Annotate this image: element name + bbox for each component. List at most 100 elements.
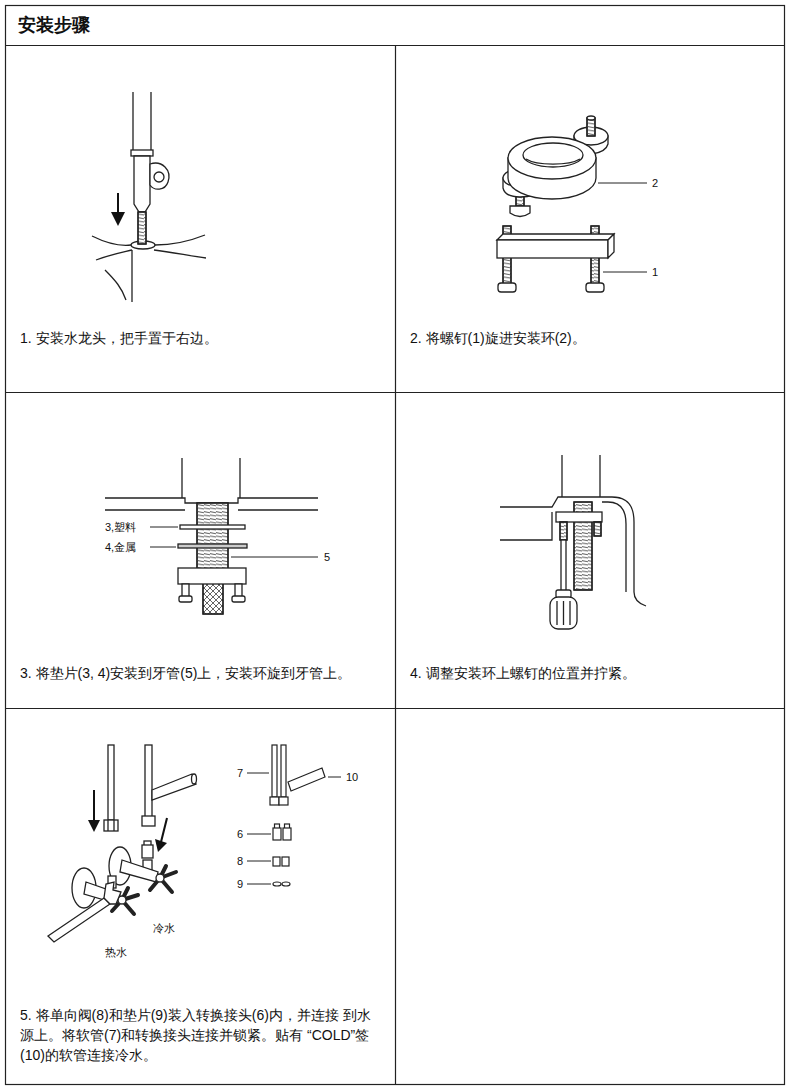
leader-line [150,527,178,528]
leader-line [328,777,341,778]
step-panel: 4. 调整安装环上螺钉的位置并拧紧。 [395,392,785,709]
mounting-bracket [586,283,604,292]
direction-arrow [88,790,167,852]
supply-hoses [145,745,152,817]
faucet-shank [594,522,601,536]
leader-line [247,773,341,884]
counter-section [181,458,182,498]
leader-line [247,834,271,835]
callout-label: 4,金属 [104,540,137,554]
sink-section [500,497,646,606]
mounting-ring [587,116,595,120]
faucet [131,150,153,156]
supply-hoses [142,816,155,826]
faucet-shank [560,522,567,540]
callout-label: 1 [651,265,659,279]
angle-valves [120,860,158,882]
direction-arrow [117,193,119,215]
direction-arrow [111,193,125,226]
sink-section [500,512,552,540]
faucet-shank [599,455,600,497]
exploded-parts [282,857,289,866]
sink-edge [105,270,126,300]
sink-edge [154,250,206,258]
leader-line [150,547,176,548]
direction-arrow [93,790,95,822]
exploded-parts [273,828,281,840]
frame [6,6,785,1085]
leader-line [247,884,271,885]
faucet [150,163,169,189]
mounting-bracket [497,234,614,240]
faucet-shank [560,522,567,540]
leader-line [150,527,318,557]
callout-label: 7 [236,766,244,780]
leader-line [247,773,269,774]
exploded-parts [281,745,286,797]
threaded-pipe [178,544,247,548]
mounting-bracket [498,283,516,292]
threaded-pipe [178,568,246,584]
faucet [131,92,169,244]
supply-hoses [104,820,118,831]
threaded-pipe [179,596,192,602]
faucet [138,212,146,244]
faucet [138,212,146,244]
exploded-parts [270,797,279,805]
sink-edge [96,250,132,260]
mounting-ring [587,118,595,136]
mounting-bracket [608,234,614,258]
exploded-parts [273,857,280,866]
supply-hoses [104,745,197,858]
mounting-ring [523,143,583,167]
step-panel: 3. 将垫片(3, 4)安装到牙管(5)上，安装环旋到牙管上。 [5,392,396,709]
page-title: 安装步骤 [18,14,90,36]
sink-section [602,502,626,592]
direction-arrow [155,839,167,852]
angle-valves [156,874,164,882]
leader-line [603,272,647,273]
threaded-pipe [178,503,247,614]
leader-line [231,557,318,558]
step-caption: 4. 调整安装环上螺钉的位置并拧紧。 [410,663,770,683]
supply-hoses [108,745,114,820]
step-panel: 5. 将单向阀(8)和垫片(9)装入转换接头(6)内，并连接 到水源上。将软管(… [5,708,396,1085]
supply-hoses [108,820,114,831]
counter-section [105,458,318,510]
threaded-pipe [203,582,223,614]
direction-arrow [88,820,100,832]
angle-valves [48,898,110,942]
callout-label: 热水 [104,945,128,959]
direction-arrow [161,818,167,842]
leader-line [247,861,271,862]
callout-label: 10 [345,770,359,784]
mounting-ring [510,206,530,217]
mounting-bracket [497,240,608,258]
sink-edge [92,236,131,245]
angle-valves [150,866,176,892]
counter-section [239,458,240,498]
supply-hoses [192,774,197,784]
angle-valves [48,847,176,942]
threaded-pipe [203,582,223,614]
angle-valves [104,882,121,904]
callout-label: 8 [236,854,244,868]
faucet-shank [561,455,562,497]
step-panel: 1. 安装水龙头，把手置于右边。 [5,45,396,393]
step-caption: 5. 将单向阀(8)和垫片(9)装入转换接头(6)内，并连接 到水源上。将软管(… [20,1005,381,1065]
supply-hoses [142,845,153,858]
callout-label: 5 [323,550,331,564]
mounting-ring [503,116,608,217]
screwdriver [557,601,570,625]
exploded-parts [273,882,281,886]
exploded-parts [272,745,277,797]
mounting-bracket [497,226,614,292]
faucet [133,92,151,150]
threaded-pipe [180,525,245,529]
counter-section [105,498,318,503]
supply-hoses [152,774,196,800]
screwdriver [561,540,566,592]
step-panel: 2. 将螺钉(1)旋进安装环(2)。 [395,45,785,393]
sink-edge [155,235,205,245]
